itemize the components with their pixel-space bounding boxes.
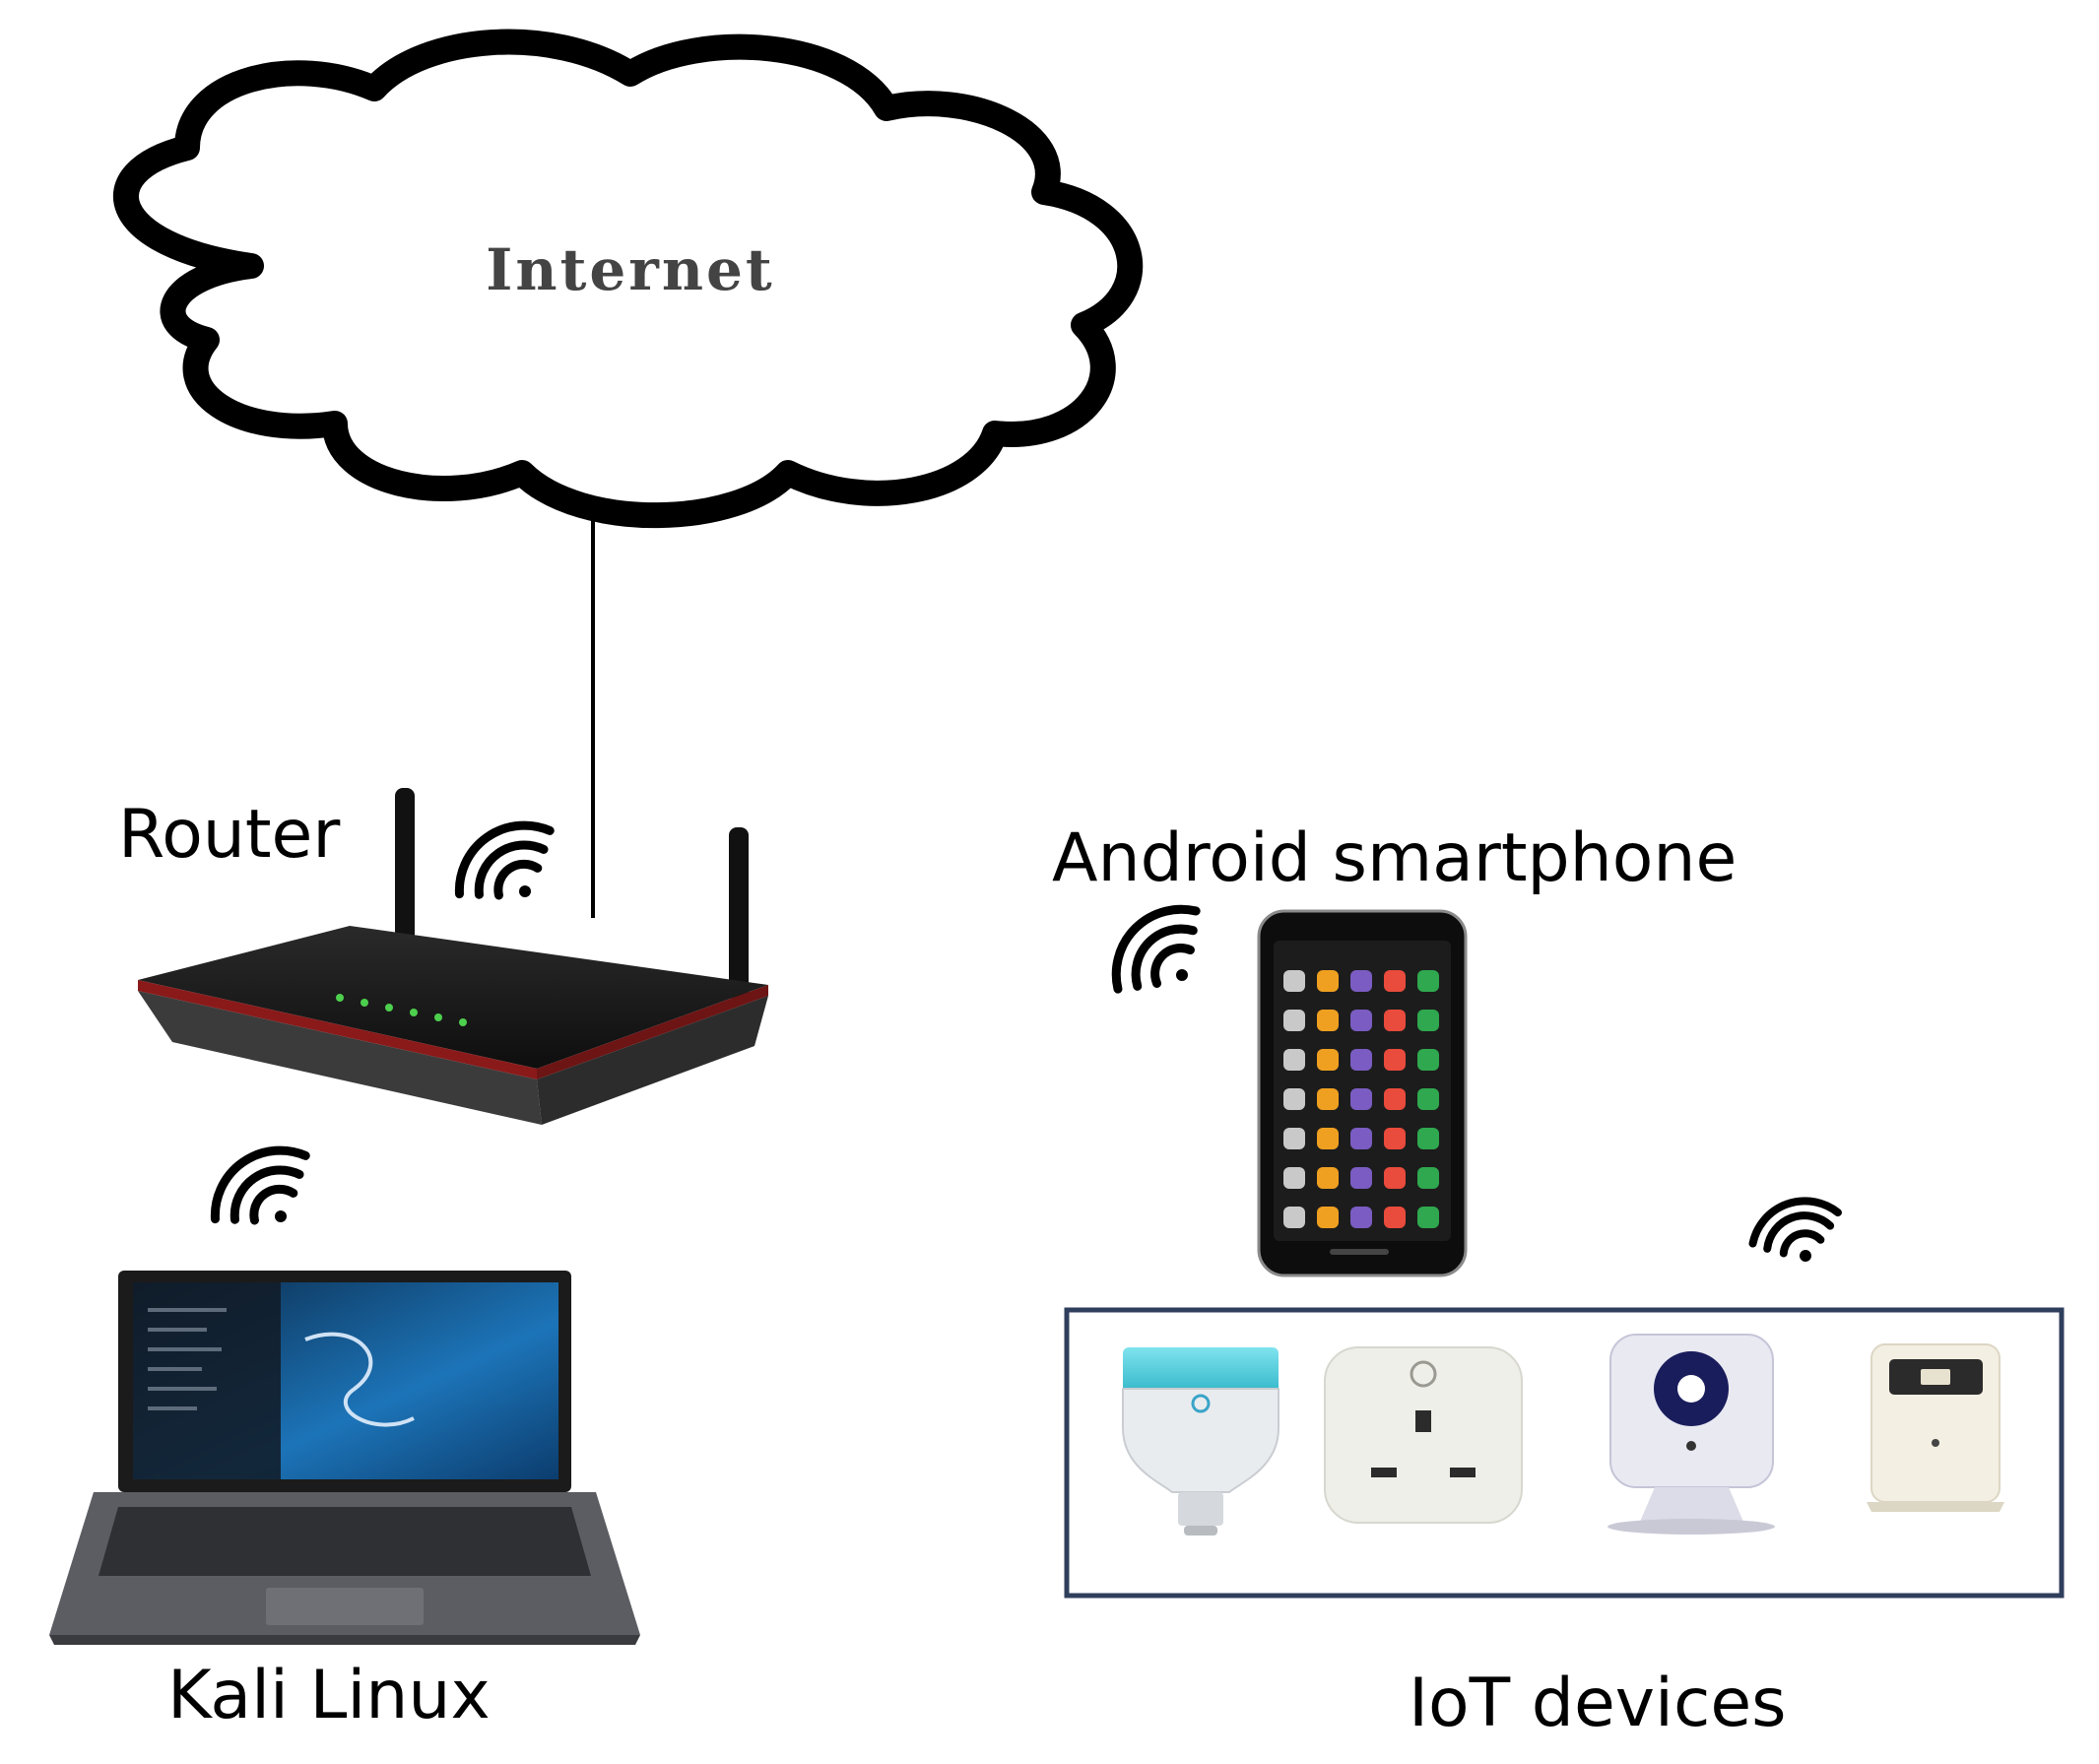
app-icon xyxy=(1384,1010,1406,1031)
app-icon xyxy=(1283,1088,1305,1110)
app-icon xyxy=(1317,970,1339,992)
android-smartphone-image xyxy=(1257,909,1468,1277)
internet-cloud xyxy=(112,29,1144,529)
app-icon xyxy=(1283,1049,1305,1071)
app-icon xyxy=(1317,1049,1339,1071)
app-icon xyxy=(1350,1049,1372,1071)
app-icon xyxy=(1384,1128,1406,1149)
app-icon xyxy=(1283,1167,1305,1189)
app-icon xyxy=(1283,1128,1305,1149)
app-icon xyxy=(1350,1128,1372,1149)
laptop-image xyxy=(49,1271,640,1645)
internet-label: Internet xyxy=(486,236,775,303)
app-icon xyxy=(1384,1088,1406,1110)
app-icon xyxy=(1283,1207,1305,1228)
app-icon xyxy=(1317,1010,1339,1031)
wifi-signal-icon xyxy=(1111,904,1201,994)
app-icon xyxy=(1417,1167,1439,1189)
ip-camera-icon xyxy=(1607,1334,1775,1535)
app-icon xyxy=(1384,1167,1406,1189)
wifi-signal-icon xyxy=(1748,1197,1842,1262)
app-icon xyxy=(1384,970,1406,992)
wifi-signal-icon xyxy=(210,1145,310,1225)
app-icon xyxy=(1350,970,1372,992)
app-icon xyxy=(1283,1010,1305,1031)
app-icon xyxy=(1417,1207,1439,1228)
router-label: Router xyxy=(118,796,341,874)
motion-sensor-icon xyxy=(1867,1343,2004,1512)
app-icon xyxy=(1417,970,1439,992)
app-icon xyxy=(1417,1088,1439,1110)
app-icon xyxy=(1384,1049,1406,1071)
app-icon xyxy=(1317,1167,1339,1189)
app-icon xyxy=(1384,1207,1406,1228)
app-icon xyxy=(1350,1207,1372,1228)
kali-linux-label: Kali Linux xyxy=(167,1657,491,1734)
app-icon xyxy=(1350,1088,1372,1110)
iot-devices-group xyxy=(1064,1307,2065,1599)
android-smartphone-label: Android smartphone xyxy=(1052,819,1738,897)
app-icon xyxy=(1417,1049,1439,1071)
app-icon xyxy=(1417,1128,1439,1149)
router-image xyxy=(138,788,768,1125)
app-icon xyxy=(1283,970,1305,992)
iot-devices-label: IoT devices xyxy=(1409,1665,1787,1742)
app-icon xyxy=(1317,1088,1339,1110)
app-icon xyxy=(1417,1010,1439,1031)
smart-plug-icon xyxy=(1324,1346,1523,1524)
app-icon xyxy=(1350,1010,1372,1031)
app-icon xyxy=(1317,1128,1339,1149)
smart-bulb-icon xyxy=(1122,1347,1279,1535)
app-icon xyxy=(1350,1167,1372,1189)
app-icon xyxy=(1317,1207,1339,1228)
wifi-signal-icon xyxy=(454,820,555,900)
